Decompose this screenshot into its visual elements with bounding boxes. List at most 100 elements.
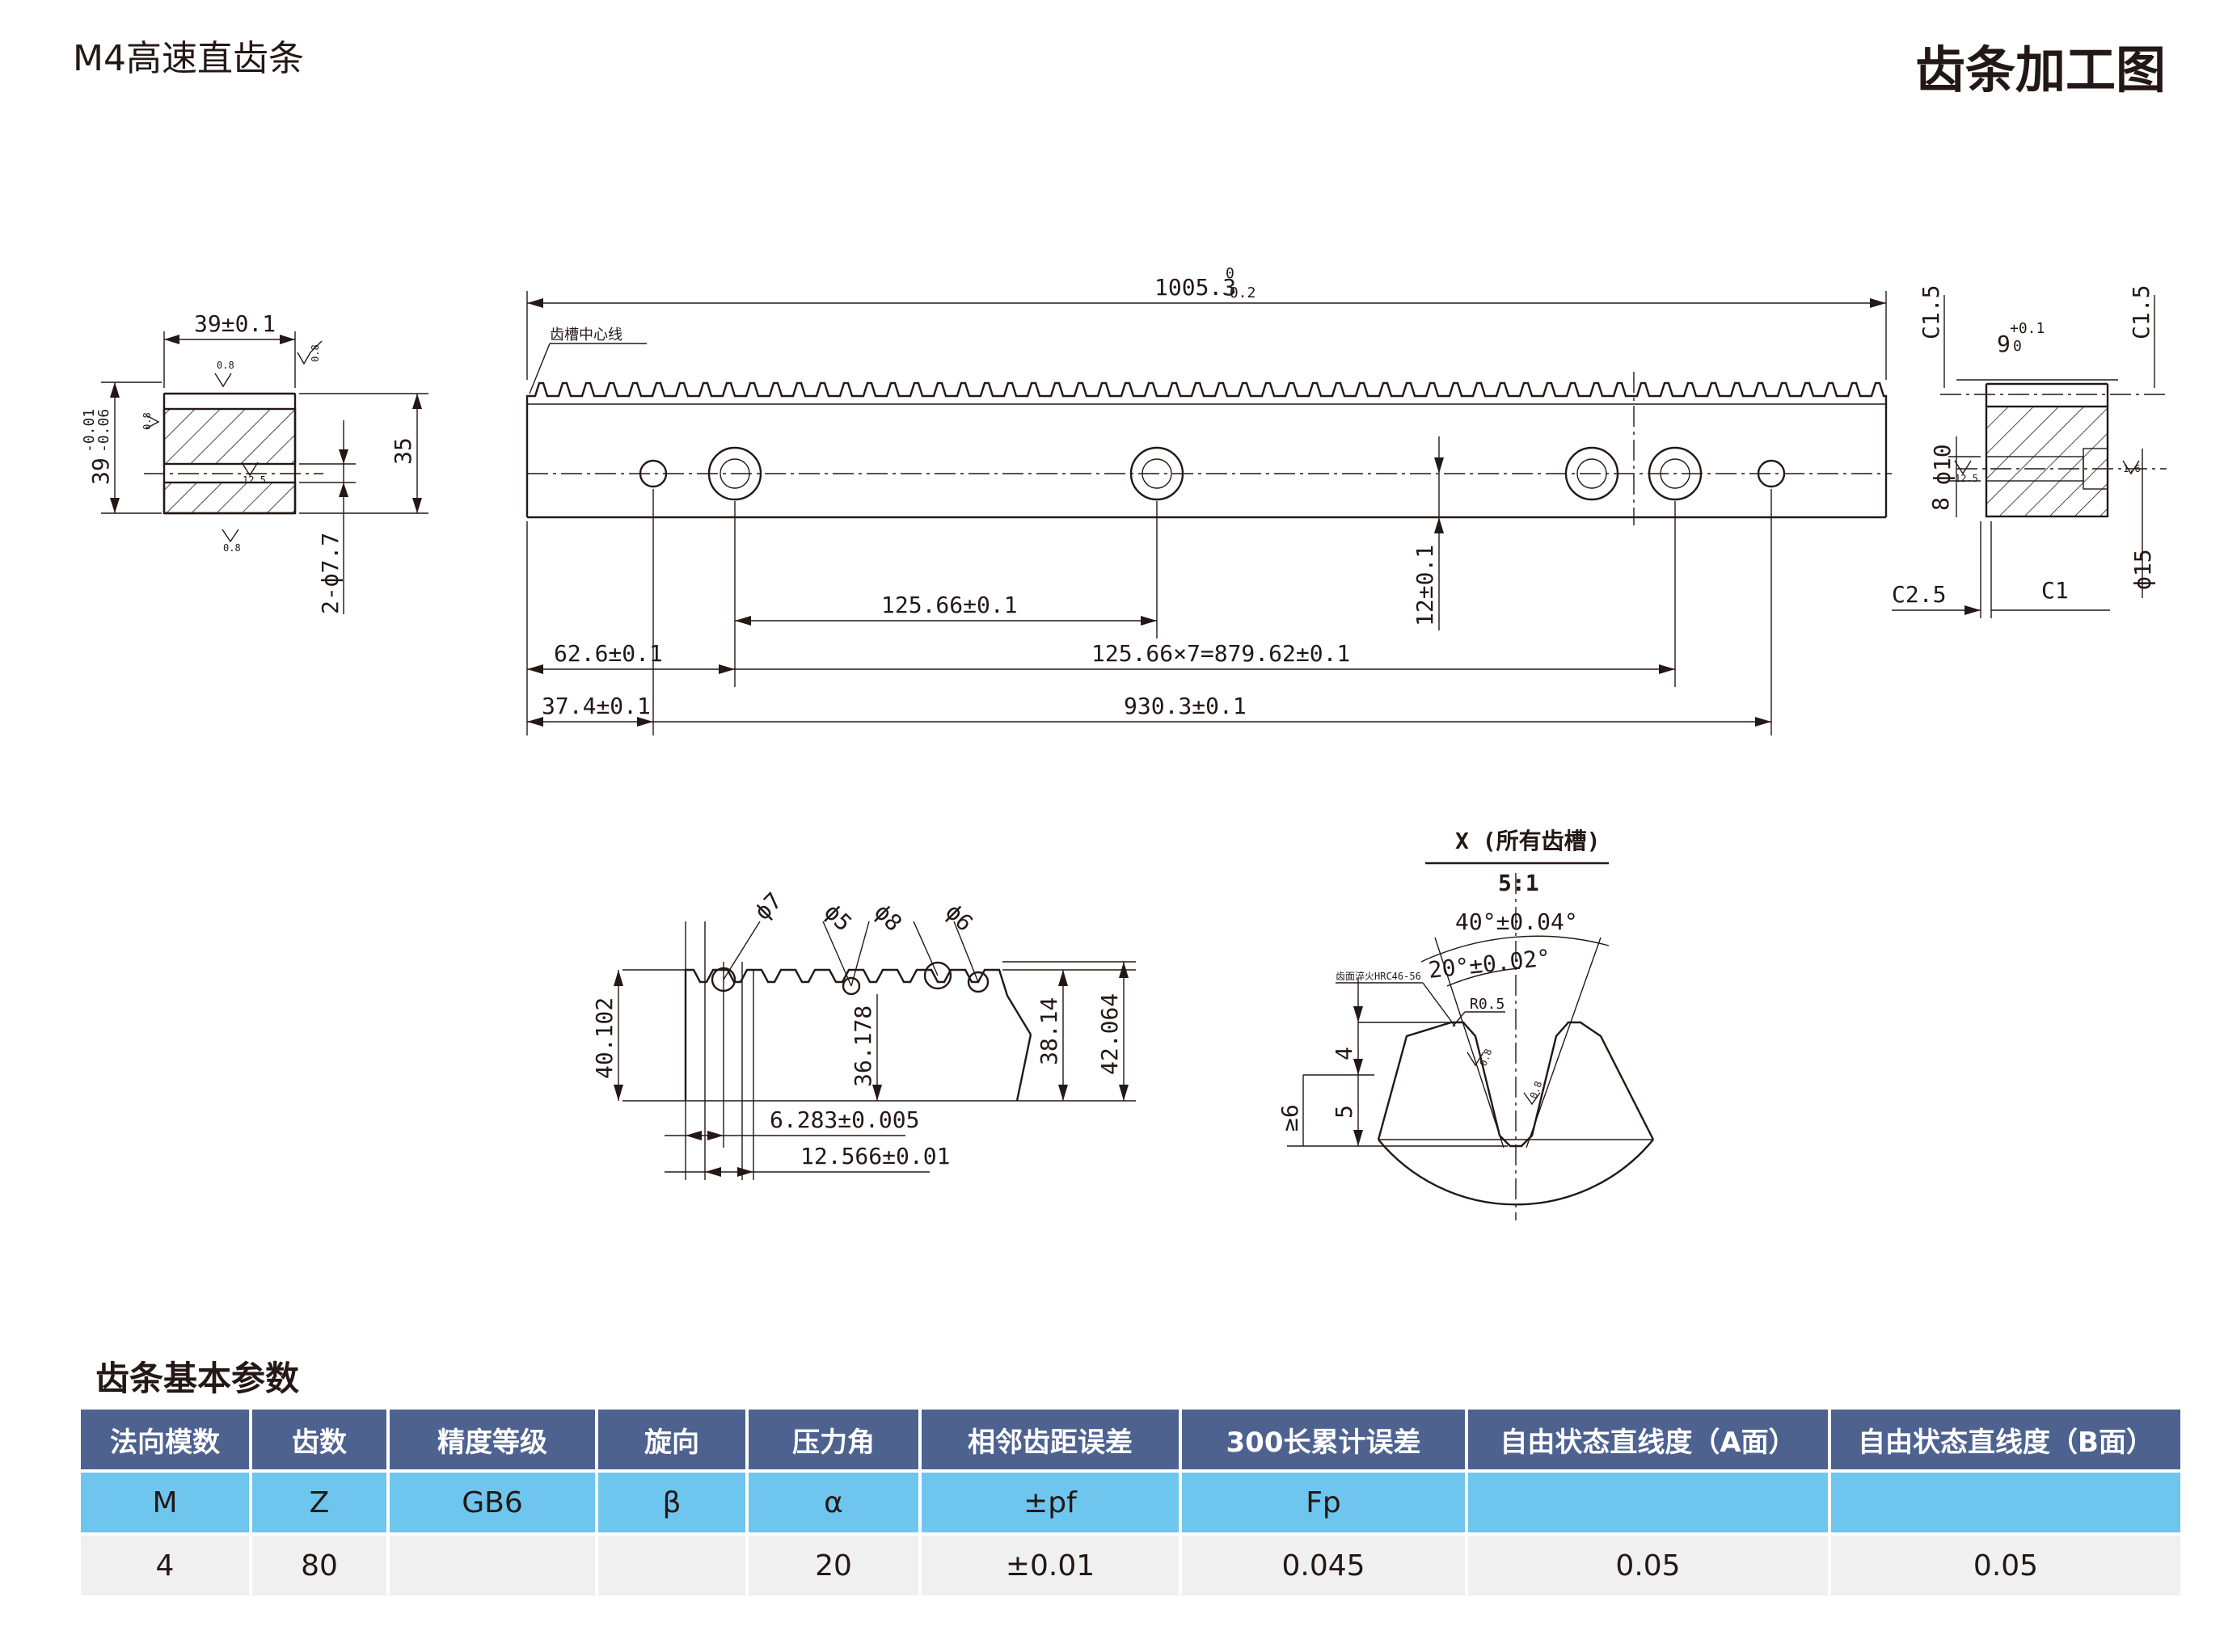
side-rough-125: 12.5 <box>1955 473 1978 484</box>
params-value-cell: 80 <box>252 1536 386 1595</box>
check-pin-d6 <box>967 971 990 993</box>
side-bore-dim: ϕ10 <box>1929 444 1956 485</box>
tooth-centerline-label: 齿槽中心线 <box>550 327 622 343</box>
check-double-pitch-dim: 12.566±0.01 <box>800 1143 950 1169</box>
end-view-tol-base: 39 <box>87 457 114 485</box>
params-symbol-cell: α <box>749 1473 918 1532</box>
check-d8-label: ϕ8 <box>869 899 907 937</box>
params-value-row: 4 80 20 ±0.01 0.045 0.05 0.05 <box>81 1536 2180 1595</box>
detail-x-angle-total: 40°±0.04° <box>1455 908 1578 935</box>
pin-dim: 37.4±0.1 <box>542 693 651 719</box>
check-pin-d5 <box>842 976 861 996</box>
side-chamfer-bottom-left: C2.5 <box>1892 581 1946 608</box>
side-depth-tol-lower: 0 <box>2013 338 2022 355</box>
params-symbol-cell: ±pf <box>922 1473 1179 1532</box>
params-value-cell: 0.05 <box>1831 1536 2180 1595</box>
params-section-title: 齿条基本参数 <box>95 1359 300 1398</box>
params-value-cell <box>598 1536 745 1595</box>
mount-hole-1 <box>707 446 762 501</box>
end-view: 39±0.1 35 39 -0.01 -0.06 2-ϕ7.7 0.8 0.8 … <box>81 310 428 614</box>
params-value-cell: ±0.01 <box>922 1536 1179 1595</box>
check-pin-d8 <box>923 961 952 990</box>
tooth-check-view: ϕ7 ϕ5 ϕ8 ϕ6 40.102 36.178 38.14 42.064 6… <box>591 887 1136 1180</box>
side-chamfer-bottom-right: C1 <box>2041 577 2069 604</box>
params-header-cell: 自由状态直线度（B面） <box>1831 1410 2180 1469</box>
check-pitch-dim: 6.283±0.005 <box>770 1106 919 1133</box>
end-view-width-dim: 39±0.1 <box>194 310 276 337</box>
end-view-hatch-top <box>162 407 297 466</box>
check-d7-label: ϕ7 <box>749 887 787 925</box>
params-symbol-cell: GB6 <box>390 1473 595 1532</box>
overall-length-tol-lower: -0.2 <box>1221 284 1255 301</box>
params-symbol-cell: Z <box>252 1473 386 1532</box>
end-view-rough-left: 0.8 <box>141 412 153 430</box>
side-chamfer-top-left: C1.5 <box>1918 285 1944 339</box>
detail-x-hardness-depth: ≥6 <box>1277 1104 1303 1132</box>
params-header-row: 法向模数 齿数 精度等级 旋向 压力角 相邻齿距误差 300长累计误差 自由状态… <box>81 1410 2180 1469</box>
check-h40-dim: 40.102 <box>591 997 618 1079</box>
end-view-rough-hole: 12.5 <box>243 474 266 486</box>
side-cbore-dim: ϕ15 <box>2129 549 2156 590</box>
drawing-title: 齿条加工图 <box>1914 40 2166 99</box>
tooth-check-profile <box>684 968 1009 997</box>
params-value-cell: 20 <box>749 1536 918 1595</box>
params-symbol-cell: Fp <box>1182 1473 1465 1532</box>
params-value-cell <box>390 1536 595 1595</box>
check-h36-dim: 36.178 <box>850 1005 876 1087</box>
pin-hole-right <box>1757 459 1786 488</box>
side-depth-dim: 9 <box>1997 331 2011 357</box>
first-hole-dim: 62.6±0.1 <box>554 640 663 667</box>
check-d6-label: ϕ6 <box>940 899 978 937</box>
detail-x-rough-right: 0.8 <box>1528 1080 1545 1100</box>
params-symbol-cell <box>1468 1473 1828 1532</box>
pin-span-dim: 930.3±0.1 <box>1124 693 1247 719</box>
detail-x-angle-half: 20°±0.02° <box>1427 944 1551 984</box>
end-view-height-dim: 35 <box>390 437 416 465</box>
check-h38-dim: 38.14 <box>1036 997 1062 1065</box>
detail-x-hardening-note: 齿面淬火HRC46-56 <box>1336 970 1421 982</box>
detail-x-radius: R0.5 <box>1470 996 1504 1013</box>
side-chamfer-top-right: C1.5 <box>2128 285 2154 339</box>
mount-hole-2 <box>1129 446 1184 501</box>
side-bore-depth: 8 <box>1927 497 1954 511</box>
end-view-tol-lower: -0.06 <box>95 409 112 453</box>
detail-x-title: X (所有齿槽) <box>1455 828 1600 854</box>
end-view-hole-dim: 2-ϕ7.7 <box>317 533 344 614</box>
pitch-total-dim: 125.66×7=879.62±0.1 <box>1091 640 1350 667</box>
side-rough-16: 1.6 <box>2123 463 2141 474</box>
detail-x-rough-left: 0.8 <box>1478 1047 1495 1068</box>
params-header-cell: 相邻齿距误差 <box>922 1410 1179 1469</box>
params-header-cell: 自由状态直线度（A面） <box>1468 1410 1828 1469</box>
params-value-cell: 4 <box>81 1536 249 1595</box>
end-view-rough-top: 0.8 <box>217 360 234 371</box>
pin-hole-left <box>639 459 668 488</box>
end-view-rough-bottom: 0.8 <box>223 542 241 554</box>
params-symbol-cell: β <box>598 1473 745 1532</box>
params-header-cell: 法向模数 <box>81 1410 249 1469</box>
front-view: 1005.3 0 -0.2 齿槽中心线 125.66±0.1 62.6±0.1 … <box>525 265 1892 735</box>
engineering-drawing: 39±0.1 35 39 -0.01 -0.06 2-ϕ7.7 0.8 0.8 … <box>81 265 2167 1220</box>
mount-hole-3 <box>1564 446 1619 501</box>
params-table: 法向模数 齿数 精度等级 旋向 压力角 相邻齿距误差 300长累计误差 自由状态… <box>78 1406 2184 1599</box>
pitch-dim: 125.66±0.1 <box>881 592 1018 618</box>
overall-length-dim: 1005.3 <box>1154 274 1236 301</box>
params-symbol-row: M Z GB6 β α ±pf Fp <box>81 1473 2180 1532</box>
side-section-hatch <box>1985 405 2109 518</box>
hole-height-dim: 12±0.1 <box>1412 545 1438 626</box>
end-view-rough-right: 0.8 <box>310 344 321 362</box>
params-header-cell: 压力角 <box>749 1410 918 1469</box>
params-header-cell: 旋向 <box>598 1410 745 1469</box>
params-symbol-cell <box>1831 1473 2180 1532</box>
overall-length-tol-upper: 0 <box>1226 265 1234 282</box>
side-depth-tol-upper: +0.1 <box>2010 320 2045 337</box>
mount-hole-4 <box>1648 446 1703 501</box>
params-value-cell: 0.05 <box>1468 1536 1828 1595</box>
side-section: C1.5 C1.5 9 +0.1 0 ϕ10 8 ϕ15 C2.5 C1 12.… <box>1892 285 2167 618</box>
product-title: M4高速直齿条 <box>73 38 304 79</box>
detail-x: X (所有齿槽) 5:1 40°±0.04° 20°±0.02° 齿面淬火HRC… <box>1277 828 1655 1220</box>
params-header-cell: 精度等级 <box>390 1410 595 1469</box>
params-header-cell: 300长累计误差 <box>1182 1410 1465 1469</box>
check-h42-dim: 42.064 <box>1096 993 1123 1075</box>
rack-teeth-profile <box>525 381 1888 404</box>
detail-x-dim-5: 5 <box>1331 1105 1357 1119</box>
